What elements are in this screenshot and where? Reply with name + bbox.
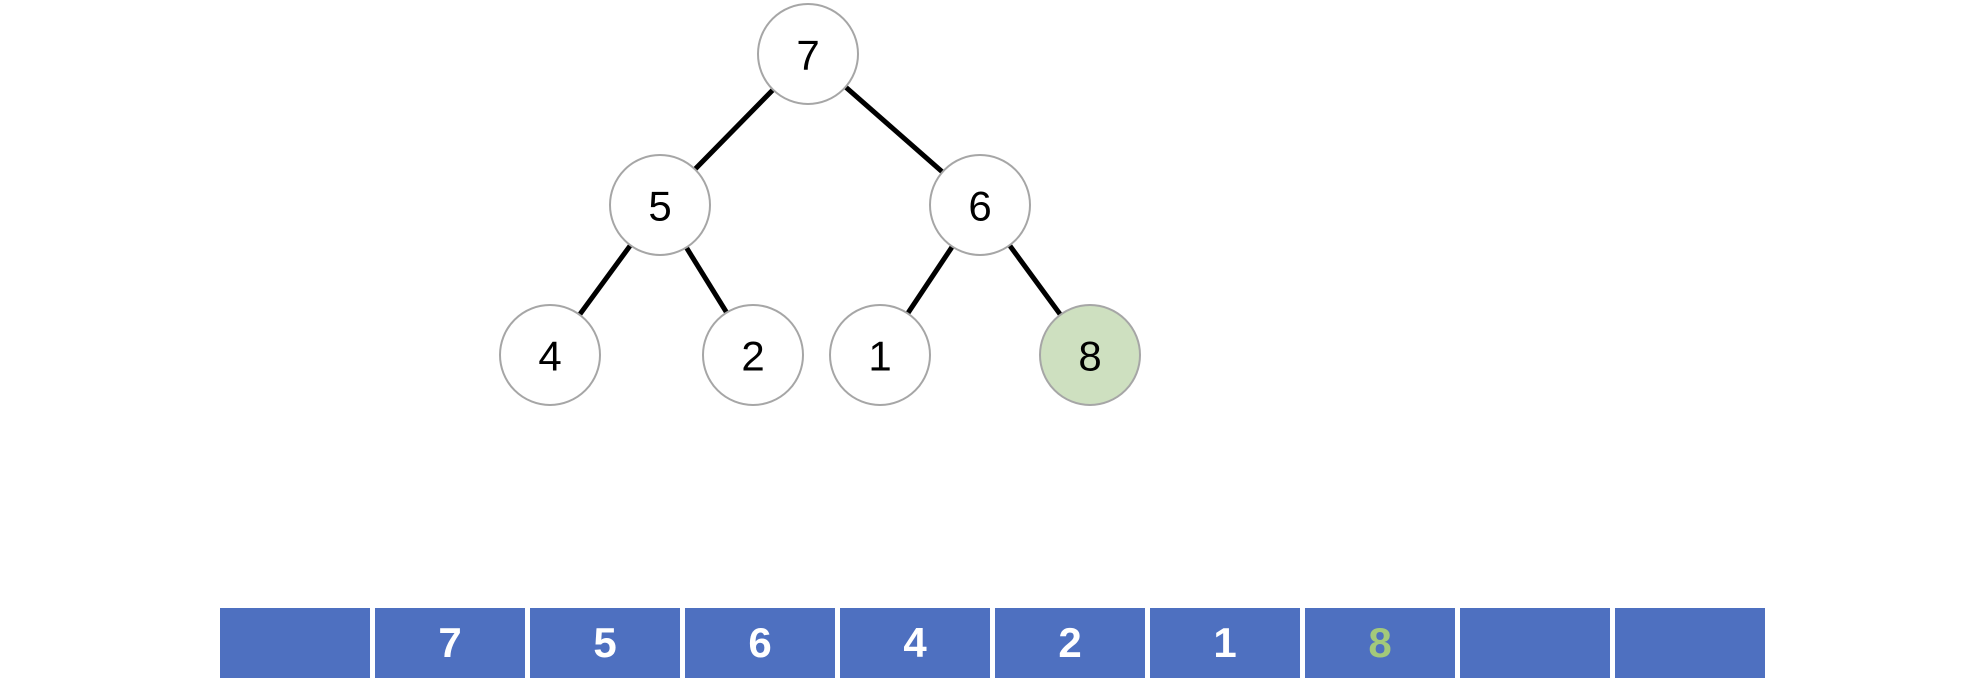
tree-node-label: 8 [1078, 333, 1101, 380]
tree-edge [843, 85, 945, 174]
array-cell[interactable] [1615, 608, 1765, 678]
tree-edge [684, 246, 729, 314]
tree-node-circle[interactable] [499, 304, 601, 406]
array-cell[interactable]: 2 [995, 608, 1145, 678]
binary-tree-diagram: 7 5 6 4 2 1 8 [499, 3, 1141, 406]
tree-edge-layer [577, 85, 1063, 317]
array-cell[interactable]: 4 [840, 608, 990, 678]
tree-node-circle[interactable] [609, 154, 711, 256]
tree-node-circle[interactable] [702, 304, 804, 406]
tree-node-label: 4 [538, 333, 561, 380]
tree-node-label: 5 [648, 183, 671, 230]
tree-node-circle[interactable] [929, 154, 1031, 256]
tree-node[interactable]: 7 [757, 3, 859, 105]
tree-node-circle[interactable] [829, 304, 931, 406]
tree-edge [1007, 243, 1063, 317]
array-cell[interactable]: 8 [1305, 608, 1455, 678]
tree-node-layer: 7 5 6 4 2 1 8 [499, 3, 1141, 406]
tree-node[interactable]: 4 [499, 304, 601, 406]
tree-node[interactable]: 8 [1039, 304, 1141, 406]
tree-edge [693, 87, 775, 172]
array-cell[interactable]: 6 [685, 608, 835, 678]
array-cell[interactable]: 5 [530, 608, 680, 678]
tree-node-label: 6 [968, 183, 991, 230]
array-cell[interactable] [220, 608, 370, 678]
tree-node-label: 2 [741, 333, 764, 380]
tree-node[interactable]: 6 [929, 154, 1031, 256]
tree-edge [577, 243, 633, 317]
array-cell[interactable] [1460, 608, 1610, 678]
array-cell[interactable]: 7 [375, 608, 525, 678]
tree-node-circle[interactable] [757, 3, 859, 105]
tree-node-circle-highlighted[interactable] [1039, 304, 1141, 406]
tree-node[interactable]: 1 [829, 304, 931, 406]
array-cell[interactable]: 1 [1150, 608, 1300, 678]
tree-node[interactable]: 2 [702, 304, 804, 406]
tree-node-label: 7 [796, 32, 819, 79]
tree-node-label: 1 [868, 333, 891, 380]
tree-edge [905, 245, 955, 315]
tree-node[interactable]: 5 [609, 154, 711, 256]
